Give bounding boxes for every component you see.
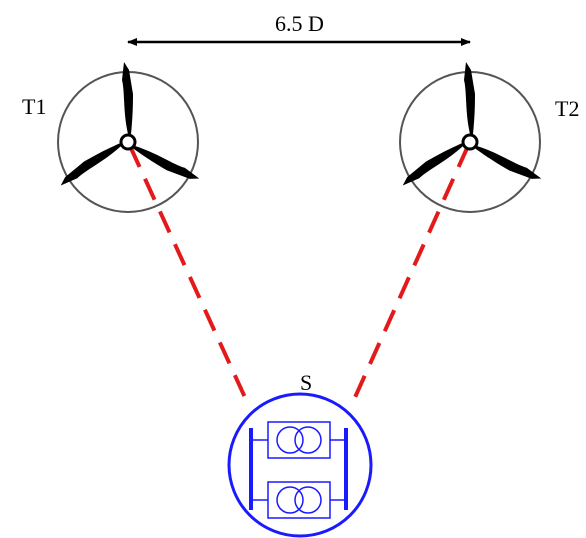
cable-t1-to-substation <box>128 145 250 405</box>
turbine-t1 <box>56 62 201 213</box>
transformer-lower-icon <box>251 481 346 519</box>
turbine-t2-label: T2 <box>555 96 580 121</box>
turbine-t2-blades-icon <box>398 62 543 188</box>
distance-label: 6.5 D <box>275 11 324 36</box>
turbine-t1-label: T1 <box>22 94 47 119</box>
substation <box>227 392 373 538</box>
cable-t2-to-substation <box>350 145 470 405</box>
turbine-t2 <box>398 62 543 213</box>
substation-label: S <box>300 370 313 395</box>
turbine-t1-blades-icon <box>56 62 201 188</box>
transformer-upper-icon <box>251 421 346 459</box>
